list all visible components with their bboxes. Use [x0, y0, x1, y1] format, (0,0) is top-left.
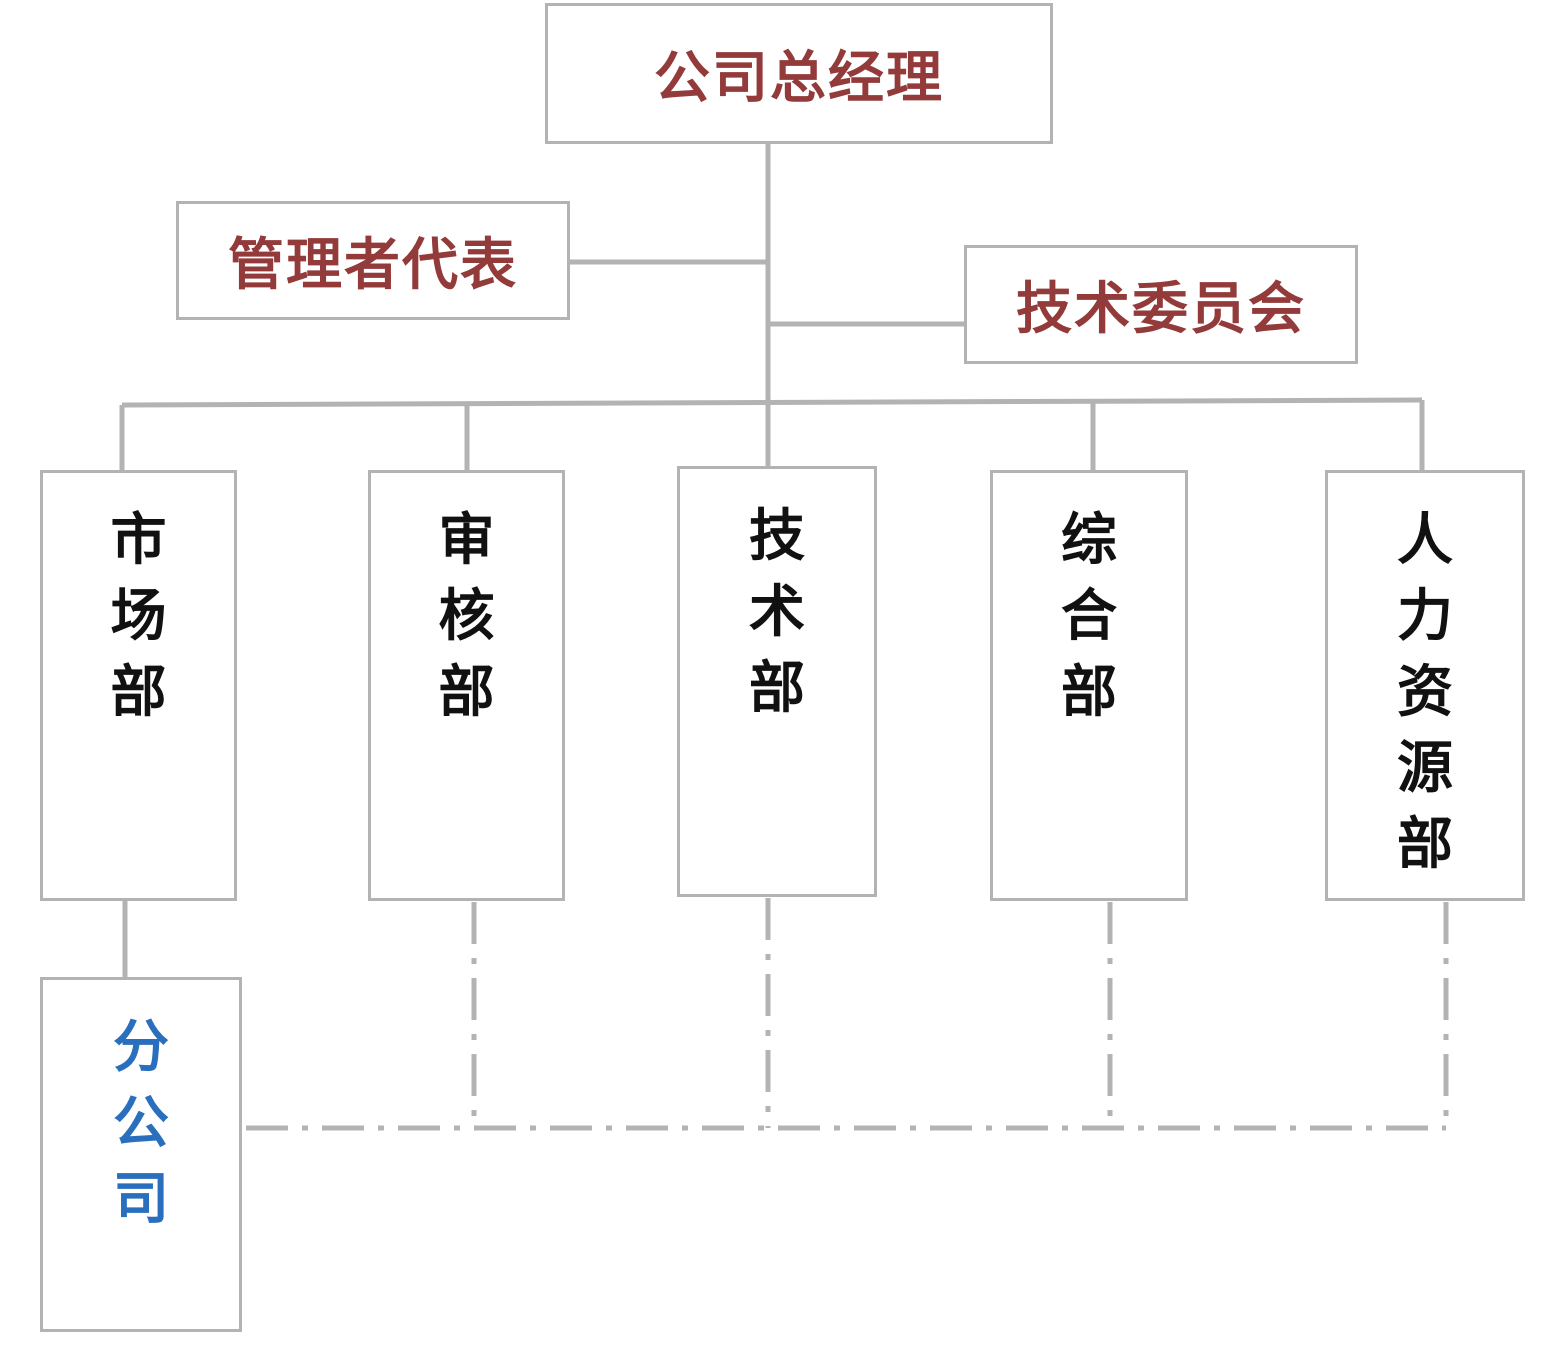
technical-committee-box: 技术委员会	[964, 245, 1358, 364]
department-audit-box: 审核部	[368, 470, 565, 901]
department-hr-box: 人力资源部	[1325, 470, 1525, 901]
department-bus	[121, 397, 1423, 408]
department-tech-label: 技术部	[749, 504, 805, 721]
department-general-label: 综合部	[1061, 508, 1117, 725]
department-market-box: 市场部	[40, 470, 237, 901]
management-representative-label: 管理者代表	[228, 233, 518, 298]
department-general-box: 综合部	[990, 470, 1188, 901]
department-hr-label: 人力资源部	[1397, 508, 1453, 877]
department-tech-box: 技术部	[677, 466, 877, 897]
department-audit-label: 审核部	[438, 508, 495, 725]
department-market-label: 市场部	[110, 508, 167, 725]
management-representative-box: 管理者代表	[176, 201, 570, 320]
technical-committee-label: 技术委员会	[1016, 277, 1306, 342]
general-manager-label: 公司总经理	[654, 46, 944, 111]
general-manager-box: 公司总经理	[545, 3, 1053, 144]
branch-office-box: 分公司	[40, 977, 242, 1332]
branch-office-label: 分公司	[113, 1015, 169, 1232]
